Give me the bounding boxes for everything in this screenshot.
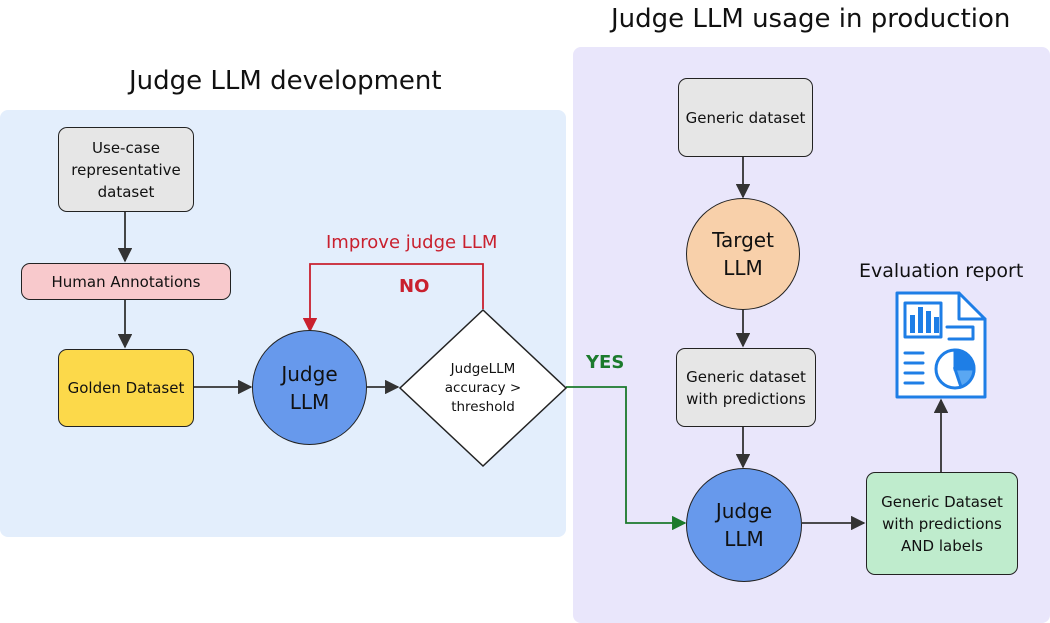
- target-llm-node: Target LLM: [686, 198, 800, 310]
- human-annotations-box: Human Annotations: [21, 263, 231, 300]
- generic-dataset-label: Generic dataset: [685, 108, 806, 127]
- dataset-with-labels-box: Generic Dataset with predictions AND lab…: [866, 472, 1018, 575]
- prod-judge-llm-label: Judge LLM: [715, 499, 773, 551]
- decision-label: JudgeLLM accuracy > threshold: [444, 360, 522, 415]
- development-title: Judge LLM development: [129, 66, 442, 96]
- usecase-dataset-label: Use-case representative dataset: [71, 138, 181, 201]
- no-label: NO: [399, 276, 430, 297]
- production-title: Judge LLM usage in production: [611, 4, 1011, 34]
- generic-with-predictions-box: Generic dataset with predictions: [676, 348, 816, 427]
- generic-dataset-box: Generic dataset: [678, 78, 813, 157]
- generic-with-predictions-label: Generic dataset with predictions: [686, 367, 806, 408]
- arrow-yes-to-production-judge: [566, 386, 687, 531]
- yes-label: YES: [586, 352, 625, 373]
- improve-judge-label: Improve judge LLM: [326, 232, 498, 253]
- dev-judge-llm-label: Judge LLM: [281, 361, 338, 414]
- document-chart-icon: [895, 291, 987, 399]
- golden-dataset-box: Golden Dataset: [58, 349, 194, 427]
- decision-diamond: [398, 308, 568, 468]
- target-llm-label: Target LLM: [712, 228, 774, 280]
- human-annotations-label: Human Annotations: [51, 272, 201, 291]
- evaluation-report-label: Evaluation report: [859, 260, 1024, 282]
- dev-judge-llm-node: Judge LLM: [252, 330, 367, 445]
- arrow-improve-loop: [302, 263, 484, 333]
- dataset-with-labels-label: Generic Dataset with predictions AND lab…: [881, 492, 1003, 555]
- usecase-dataset-box: Use-case representative dataset: [58, 127, 194, 212]
- decision-text-wrap: JudgeLLM accuracy > threshold: [430, 352, 536, 424]
- prod-judge-llm-node: Judge LLM: [686, 468, 802, 582]
- golden-dataset-label: Golden Dataset: [67, 379, 185, 397]
